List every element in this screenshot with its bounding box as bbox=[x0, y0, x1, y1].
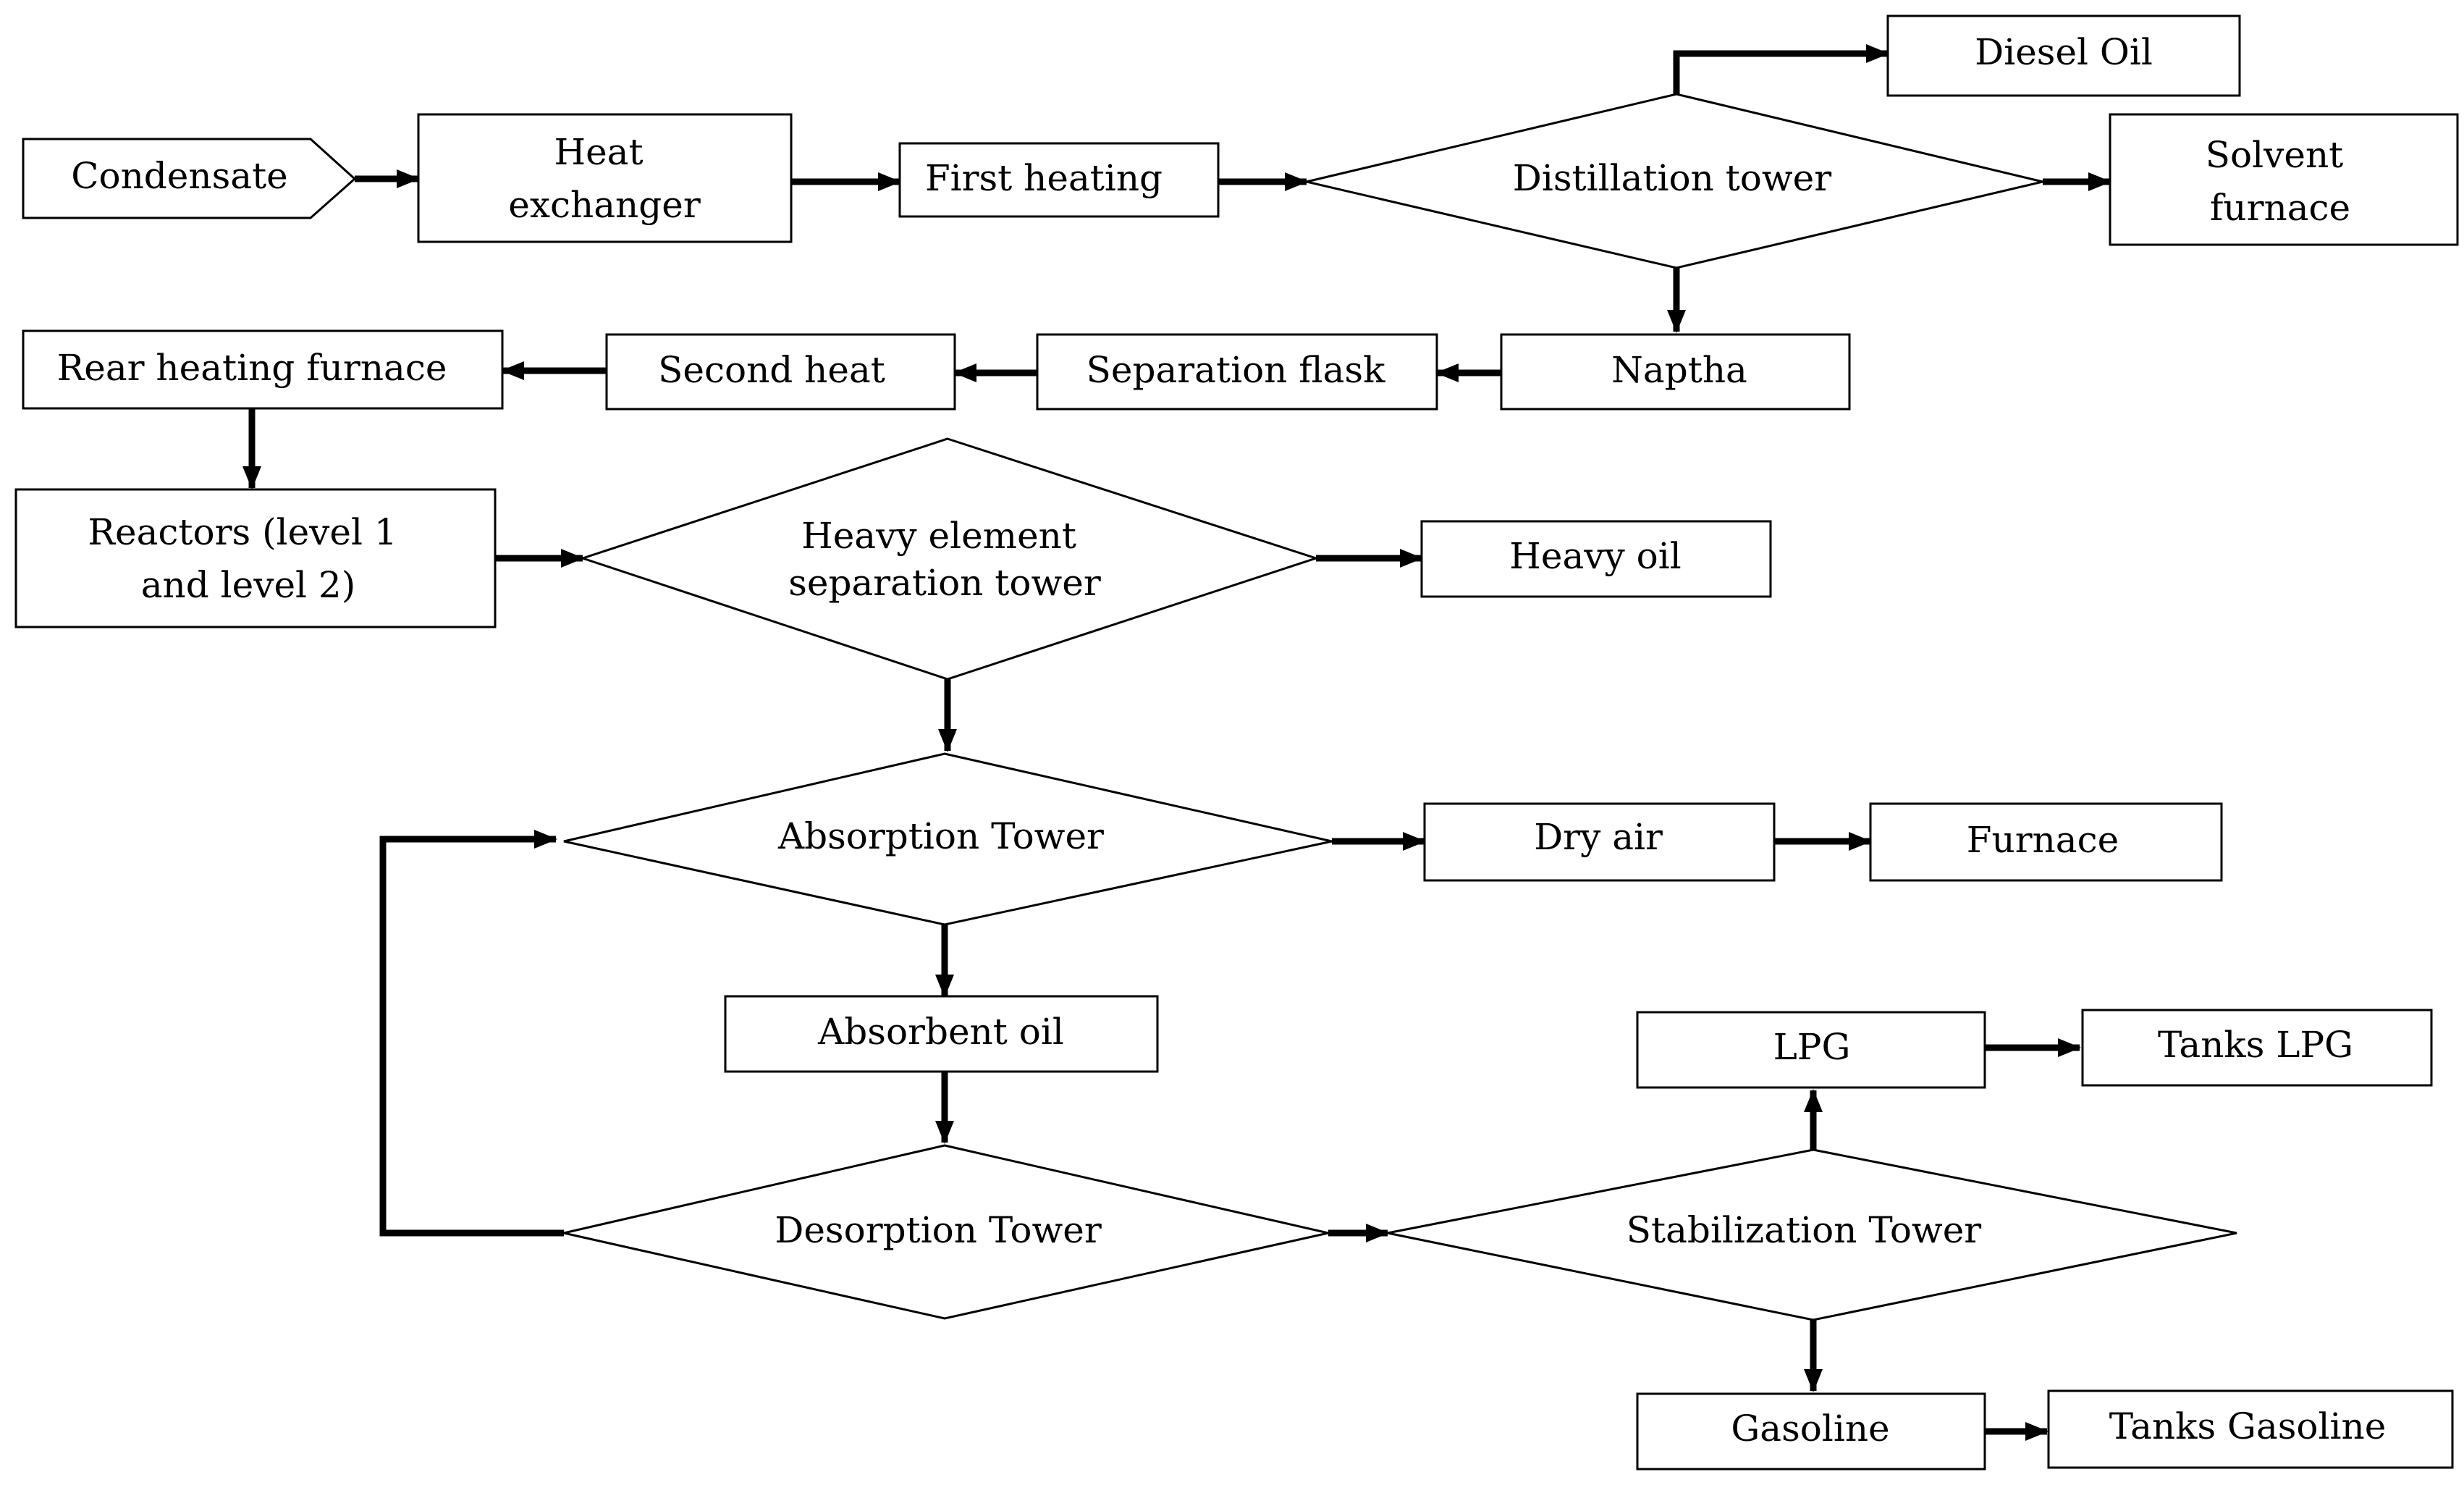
node-separation-flask-label: Separation flask bbox=[1087, 349, 1385, 391]
node-solvent-furnace-label-line-2: furnace bbox=[2210, 187, 2350, 229]
node-reactors-label-line-1: Reactors (level 1 bbox=[88, 511, 397, 553]
node-first-heating: First heating bbox=[898, 142, 1220, 218]
node-desorption-tower-label: Desorption Tower bbox=[775, 1209, 1102, 1251]
node-condensate: Condensate bbox=[22, 138, 357, 219]
svg-text:Solvent furnace: Solvent furnace bbox=[2206, 134, 2355, 229]
svg-text:Heavy element separati: Heavy element separation tower bbox=[788, 515, 1101, 604]
node-heat-exchanger-label-line-2: exchanger bbox=[508, 184, 701, 226]
node-stabilization-tower: Stabilization Tower bbox=[1387, 1148, 2237, 1321]
node-absorption-tower-label: Absorption Tower bbox=[777, 815, 1104, 857]
node-separation-flask: Separation flask bbox=[1036, 333, 1438, 411]
node-heavy-element-tower: Heavy element separation tower bbox=[579, 437, 1320, 681]
node-gasoline: Gasoline bbox=[1636, 1392, 1986, 1471]
node-rear-heating-furnace-label: Rear heating furnace bbox=[57, 347, 447, 389]
node-gasoline-label: Gasoline bbox=[1731, 1408, 1889, 1450]
flow-connectors bbox=[242, 44, 2111, 1441]
node-heavy-oil: Heavy oil bbox=[1420, 520, 1772, 598]
node-second-heat-label: Second heat bbox=[658, 349, 885, 391]
node-tanks-gasoline: Tanks Gasoline bbox=[2047, 1389, 2454, 1469]
node-absorbent-oil: Absorbent oil bbox=[724, 995, 1159, 1073]
node-tanks-lpg: Tanks LPG bbox=[2081, 1009, 2433, 1087]
node-stabilization-tower-label: Stabilization Tower bbox=[1627, 1209, 1982, 1251]
node-tanks-gasoline-label: Tanks Gasoline bbox=[2109, 1405, 2387, 1447]
node-dry-air: Dry air bbox=[1423, 802, 1776, 882]
node-reactors: Reactors (level 1 and level 2) bbox=[14, 488, 497, 628]
edge-desorption-tower-to-absorption-tower bbox=[379, 830, 564, 1237]
node-diesel-oil: Diesel Oil bbox=[1886, 14, 2241, 97]
node-tanks-lpg-label: Tanks LPG bbox=[2158, 1024, 2353, 1066]
node-heavy-oil-label: Heavy oil bbox=[1509, 535, 1681, 577]
svg-text:Heat exchanger: Heat exchanger bbox=[508, 131, 701, 226]
node-heavy-element-tower-label-line-2: separation tower bbox=[788, 562, 1101, 604]
node-diesel-oil-label: Diesel Oil bbox=[1975, 31, 2153, 73]
edge-distillation-tower-to-diesel-oil bbox=[1673, 44, 1889, 94]
node-naptha: Naptha bbox=[1500, 333, 1851, 411]
node-solvent-furnace-label-line-1: Solvent bbox=[2206, 134, 2343, 176]
node-reactors-label-line-2: and level 2) bbox=[141, 564, 356, 606]
node-furnace-label: Furnace bbox=[1967, 819, 2119, 861]
node-desorption-tower: Desorption Tower bbox=[563, 1144, 1329, 1320]
node-heat-exchanger: Heat exchanger bbox=[417, 113, 793, 243]
node-absorption-tower: Absorption Tower bbox=[563, 752, 1333, 926]
svg-text:Reactors (level 1 and: Reactors (level 1 and level 2) bbox=[88, 511, 408, 606]
node-distillation-tower: Distillation tower bbox=[1306, 93, 2043, 269]
node-second-heat: Second heat bbox=[605, 333, 956, 411]
node-solvent-furnace: Solvent furnace bbox=[2109, 113, 2459, 246]
node-furnace: Furnace bbox=[1869, 802, 2223, 882]
node-heavy-element-tower-label-line-1: Heavy element bbox=[801, 515, 1076, 557]
node-lpg-label: LPG bbox=[1773, 1026, 1851, 1068]
node-absorbent-oil-label: Absorbent oil bbox=[817, 1011, 1064, 1053]
node-dry-air-label: Dry air bbox=[1534, 816, 1663, 858]
node-rear-heating-furnace: Rear heating furnace bbox=[22, 329, 504, 410]
node-first-heating-label: First heating bbox=[925, 157, 1163, 199]
node-condensate-label: Condensate bbox=[71, 155, 288, 197]
node-naptha-label: Naptha bbox=[1611, 349, 1747, 391]
node-lpg: LPG bbox=[1636, 1011, 1986, 1089]
node-distillation-tower-label: Distillation tower bbox=[1513, 157, 1831, 199]
node-heat-exchanger-label-line-1: Heat bbox=[554, 131, 643, 173]
